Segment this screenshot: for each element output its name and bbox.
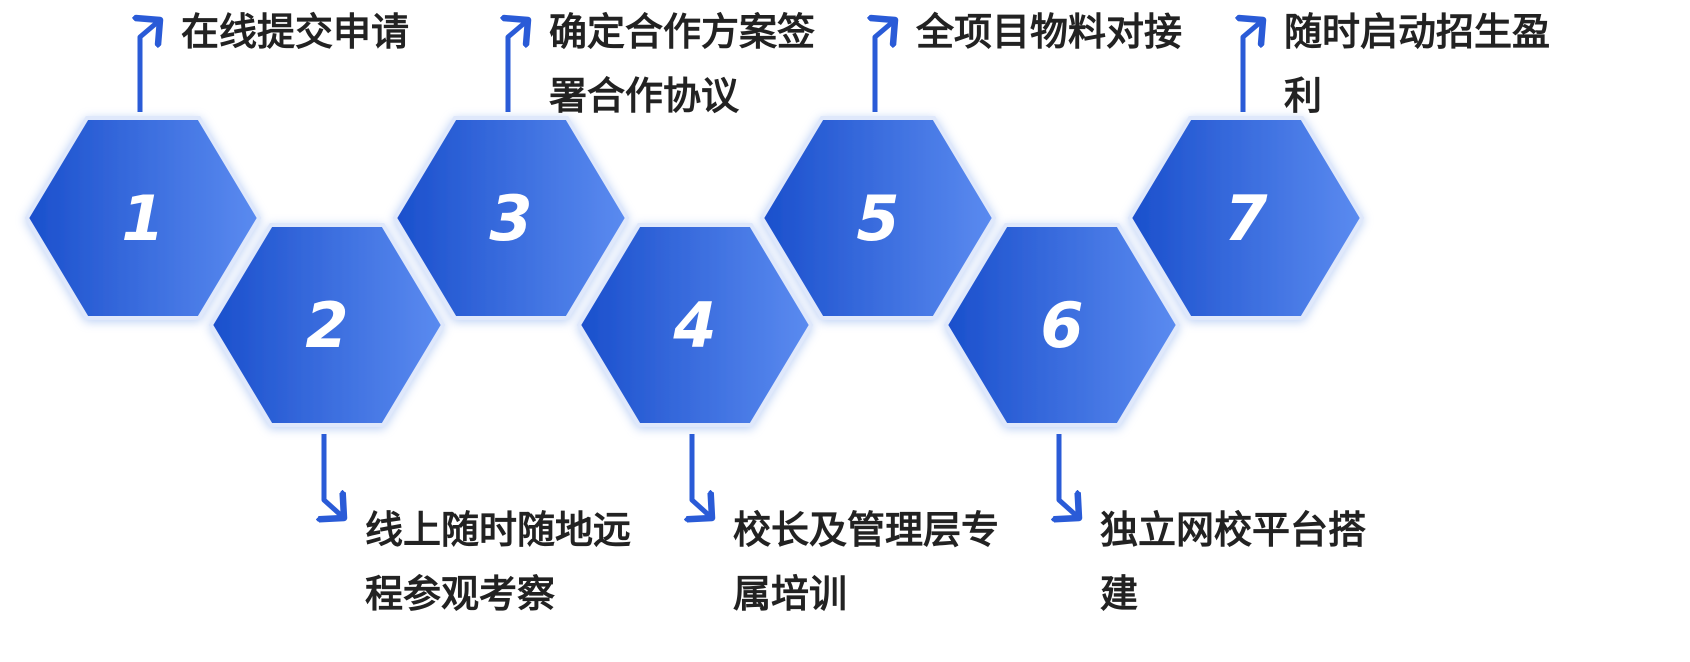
step-6-hexagon	[943, 223, 1181, 427]
step-2-arrow	[324, 434, 344, 518]
step-2-number: 2	[305, 289, 348, 362]
step-3-number: 3	[489, 182, 532, 255]
step-7-number: 7	[1224, 182, 1268, 255]
step-1-arrow	[140, 20, 160, 112]
step-4-arrow	[692, 434, 712, 518]
step-1-label: 在线提交申请	[181, 10, 410, 54]
step-1-number: 1	[121, 182, 164, 255]
step-5-number: 5	[856, 182, 899, 255]
step-3-arrow	[508, 20, 528, 112]
step-4-hexagon	[576, 223, 814, 427]
step-7-hexagon	[1127, 116, 1365, 320]
step-7-label: 随时启动招生盈利	[1284, 10, 1551, 118]
step-2-hexagon	[208, 223, 446, 427]
step-5-label: 全项目物料对接	[916, 10, 1183, 54]
step-6-number: 6	[1040, 289, 1083, 362]
step-7-arrow	[1243, 20, 1263, 112]
step-6-label: 独立网校平台搭建	[1100, 508, 1367, 616]
step-3-label: 确定合作方案签署合作协议	[549, 10, 816, 118]
step-5-hexagon	[759, 116, 997, 320]
step-4-number: 4	[672, 289, 716, 362]
step-4-label: 校长及管理层专属培训	[733, 508, 1000, 616]
step-1-hexagon	[24, 116, 262, 320]
step-3-hexagon	[392, 116, 630, 320]
step-2-label: 线上随时随地远程参观考察	[365, 508, 632, 616]
step-5-arrow	[875, 20, 895, 112]
step-6-arrow	[1059, 434, 1079, 518]
